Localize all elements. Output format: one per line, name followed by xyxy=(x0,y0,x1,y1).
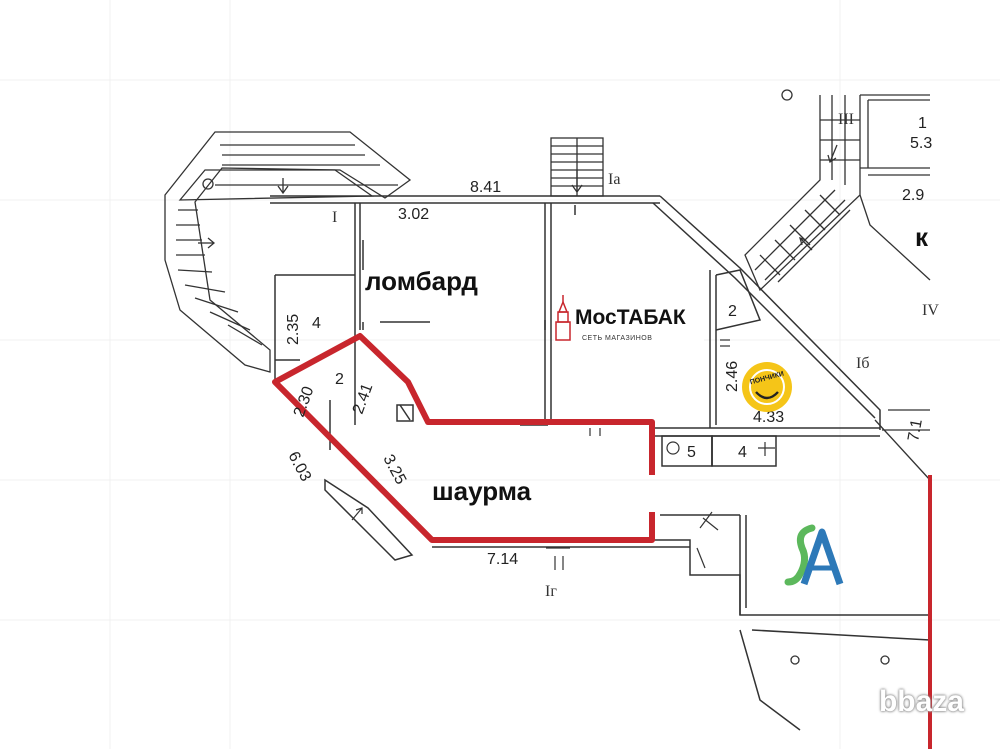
room-number-5: 5 xyxy=(687,444,696,461)
left-stairs xyxy=(164,131,412,373)
room-label-ib: Iб xyxy=(856,355,869,372)
room-label-iii: III xyxy=(838,111,854,128)
room-label-i: I xyxy=(332,209,337,226)
ponchiki-logo: ПОНЧИКИ xyxy=(742,362,792,412)
mostabak-name: МосТАБАК xyxy=(575,306,686,329)
label-lombard: ломбард xyxy=(365,266,478,296)
dim-3-25: 3.25 xyxy=(379,452,409,488)
mostabak-subtitle: СЕТЬ МАГАЗИНОВ xyxy=(582,335,652,342)
highlight-outline xyxy=(272,333,655,543)
dim-3-02: 3.02 xyxy=(398,206,429,223)
dim-4-33: 4.33 xyxy=(753,409,784,426)
dim-2-46: 2.46 xyxy=(724,361,741,392)
right-stairs xyxy=(744,89,931,665)
mostabak-logo: МосТАБАК СЕТЬ МАГАЗИНОВ xyxy=(554,295,704,343)
dim-6-03: 6.03 xyxy=(284,449,314,485)
dim-7-14: 7.14 xyxy=(487,551,518,568)
walls xyxy=(270,195,931,731)
dim-2-35: 2.35 xyxy=(285,314,302,345)
label-shaurma: шаурма xyxy=(432,476,532,506)
top-stairs xyxy=(550,137,604,197)
dim-7-1: 7.1 xyxy=(905,418,926,443)
room-label-iv: IV xyxy=(922,302,939,319)
room-label-ig: Iг xyxy=(545,583,557,600)
room-label-ia: Ia xyxy=(608,171,620,188)
room-number-2b: 2 xyxy=(728,303,737,320)
tower-icon xyxy=(555,295,571,341)
door-marks xyxy=(351,339,775,570)
label-k: к xyxy=(915,222,929,252)
dim-2-30: 2.30 xyxy=(291,384,318,419)
dim-2-41: 2.41 xyxy=(350,381,377,416)
room-number-4b: 4 xyxy=(738,444,747,461)
dim-5-3: 5.3 xyxy=(910,135,932,152)
room-number-4a: 4 xyxy=(312,315,321,332)
dim-8-41: 8.41 xyxy=(470,179,501,196)
room-number-2a: 2 xyxy=(335,371,344,388)
sa-logo xyxy=(784,524,844,586)
dim-2-9: 2.9 xyxy=(902,187,924,204)
watermark: bbaza xyxy=(878,685,964,718)
room-number-1: 1 xyxy=(918,115,927,132)
